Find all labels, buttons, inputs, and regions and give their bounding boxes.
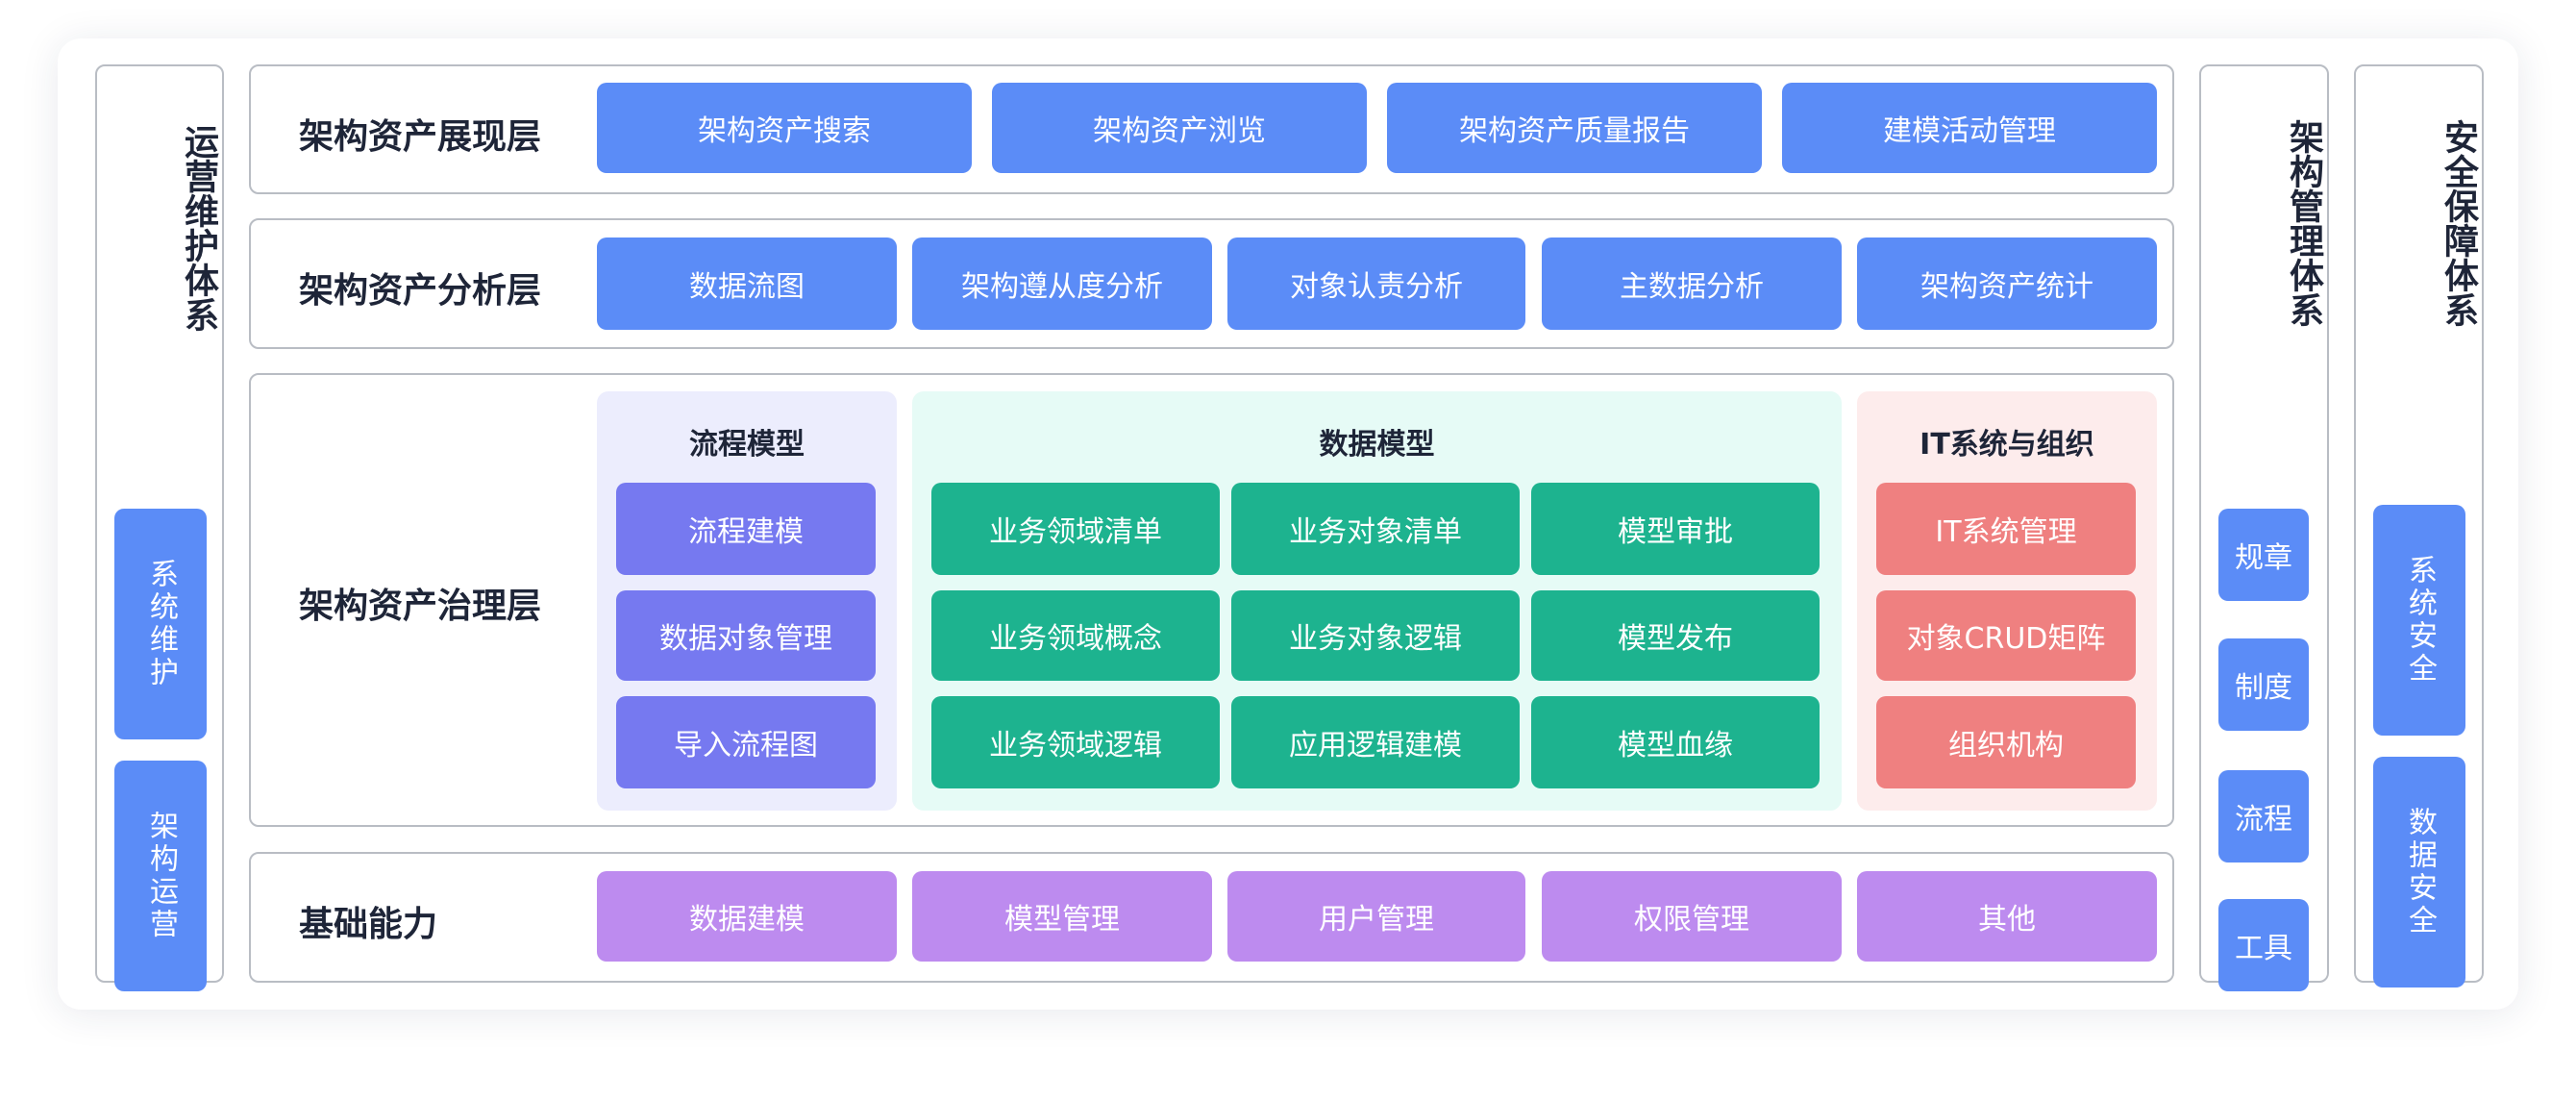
data-model-title: 数据模型 bbox=[1319, 428, 1435, 462]
regulations-button[interactable]: 规章 bbox=[2218, 509, 2309, 601]
asset-statistics-button[interactable]: 架构资产统计 bbox=[1857, 238, 2157, 330]
security-title: 安全保障体系 bbox=[2439, 119, 2478, 327]
business-object-list-button[interactable]: 业务对象清单 bbox=[1231, 483, 1520, 575]
business-domain-concept-button[interactable]: 业务领域概念 bbox=[931, 590, 1220, 681]
object-crud-matrix-button[interactable]: 对象CRUD矩阵 bbox=[1876, 590, 2136, 681]
user-management-button[interactable]: 用户管理 bbox=[1227, 871, 1525, 962]
asset-quality-report-button[interactable]: 架构资产质量报告 bbox=[1387, 83, 1762, 173]
model-lineage-button[interactable]: 模型血缘 bbox=[1531, 696, 1820, 788]
presentation-layer: 架构资产展现层 架构资产搜索 架构资产浏览 架构资产质量报告 建模活动管理 bbox=[249, 64, 2174, 194]
policies-button[interactable]: 制度 bbox=[2218, 638, 2309, 731]
process-button[interactable]: 流程 bbox=[2218, 770, 2309, 862]
analysis-layer: 架构资产分析层 数据流图 架构遵从度分析 对象认责分析 主数据分析 架构资产统计 bbox=[249, 218, 2174, 349]
model-management-button[interactable]: 模型管理 bbox=[912, 871, 1212, 962]
data-flow-button[interactable]: 数据流图 bbox=[597, 238, 897, 330]
foundation-layer: 基础能力 数据建模 模型管理 用户管理 权限管理 其他 bbox=[249, 852, 2174, 983]
asset-search-button[interactable]: 架构资产搜索 bbox=[597, 83, 972, 173]
architecture-operation-button[interactable]: 架构运营 bbox=[114, 761, 207, 991]
business-object-logic-button[interactable]: 业务对象逻辑 bbox=[1231, 590, 1520, 681]
architecture-management-panel: 架构管理体系 规章 制度 流程 工具 bbox=[2199, 64, 2329, 991]
presentation-layer-title: 架构资产展现层 bbox=[299, 117, 542, 157]
model-publish-button[interactable]: 模型发布 bbox=[1531, 590, 1820, 681]
ops-maintenance-panel: 运营维护体系 系统维护 架构运营 bbox=[95, 64, 224, 991]
master-data-analysis-button[interactable]: 主数据分析 bbox=[1542, 238, 1842, 330]
system-maintenance-button[interactable]: 系统维护 bbox=[114, 509, 207, 739]
architecture-management-title: 架构管理体系 bbox=[2284, 119, 2323, 327]
it-system-title: IT系统与组织 bbox=[1920, 428, 2094, 462]
architecture-diagram-card: 运营维护体系 系统维护 架构运营 架构资产展现层 架构资产搜索 架构资产浏览 架… bbox=[58, 38, 2518, 1010]
foundation-layer-title: 基础能力 bbox=[299, 905, 438, 944]
governance-layer-title: 架构资产治理层 bbox=[299, 587, 542, 626]
ops-maintenance-title: 运营维护体系 bbox=[179, 124, 218, 332]
governance-layer: 架构资产治理层 流程模型 流程建模 数据对象管理 导入流程图 数据模型 业务领域… bbox=[249, 373, 2174, 827]
it-system-group: IT系统与组织 IT系统管理 对象CRUD矩阵 组织机构 bbox=[1857, 391, 2157, 811]
others-button[interactable]: 其他 bbox=[1857, 871, 2157, 962]
permission-management-button[interactable]: 权限管理 bbox=[1542, 871, 1842, 962]
model-approval-button[interactable]: 模型审批 bbox=[1531, 483, 1820, 575]
data-modeling-button[interactable]: 数据建模 bbox=[597, 871, 897, 962]
compliance-analysis-button[interactable]: 架构遵从度分析 bbox=[912, 238, 1212, 330]
import-flowchart-button[interactable]: 导入流程图 bbox=[616, 696, 876, 788]
security-panel: 安全保障体系 系统安全 数据安全 bbox=[2354, 64, 2484, 988]
process-model-group: 流程模型 流程建模 数据对象管理 导入流程图 bbox=[597, 391, 897, 811]
process-modeling-button[interactable]: 流程建模 bbox=[616, 483, 876, 575]
analysis-layer-title: 架构资产分析层 bbox=[299, 271, 542, 311]
organization-button[interactable]: 组织机构 bbox=[1876, 696, 2136, 788]
modeling-activity-button[interactable]: 建模活动管理 bbox=[1782, 83, 2157, 173]
asset-browse-button[interactable]: 架构资产浏览 bbox=[992, 83, 1367, 173]
business-domain-logic-button[interactable]: 业务领域逻辑 bbox=[931, 696, 1220, 788]
business-domain-list-button[interactable]: 业务领域清单 bbox=[931, 483, 1220, 575]
application-logic-modeling-button[interactable]: 应用逻辑建模 bbox=[1231, 696, 1520, 788]
system-security-button[interactable]: 系统安全 bbox=[2373, 505, 2465, 736]
responsibility-analysis-button[interactable]: 对象认责分析 bbox=[1227, 238, 1525, 330]
data-model-group: 数据模型 业务领域清单 业务对象清单 模型审批 业务领域概念 业务对象逻辑 模型… bbox=[912, 391, 1842, 811]
data-security-button[interactable]: 数据安全 bbox=[2373, 757, 2465, 988]
tools-button[interactable]: 工具 bbox=[2218, 899, 2309, 991]
it-system-management-button[interactable]: IT系统管理 bbox=[1876, 483, 2136, 575]
data-object-management-button[interactable]: 数据对象管理 bbox=[616, 590, 876, 681]
process-model-title: 流程模型 bbox=[689, 428, 805, 462]
